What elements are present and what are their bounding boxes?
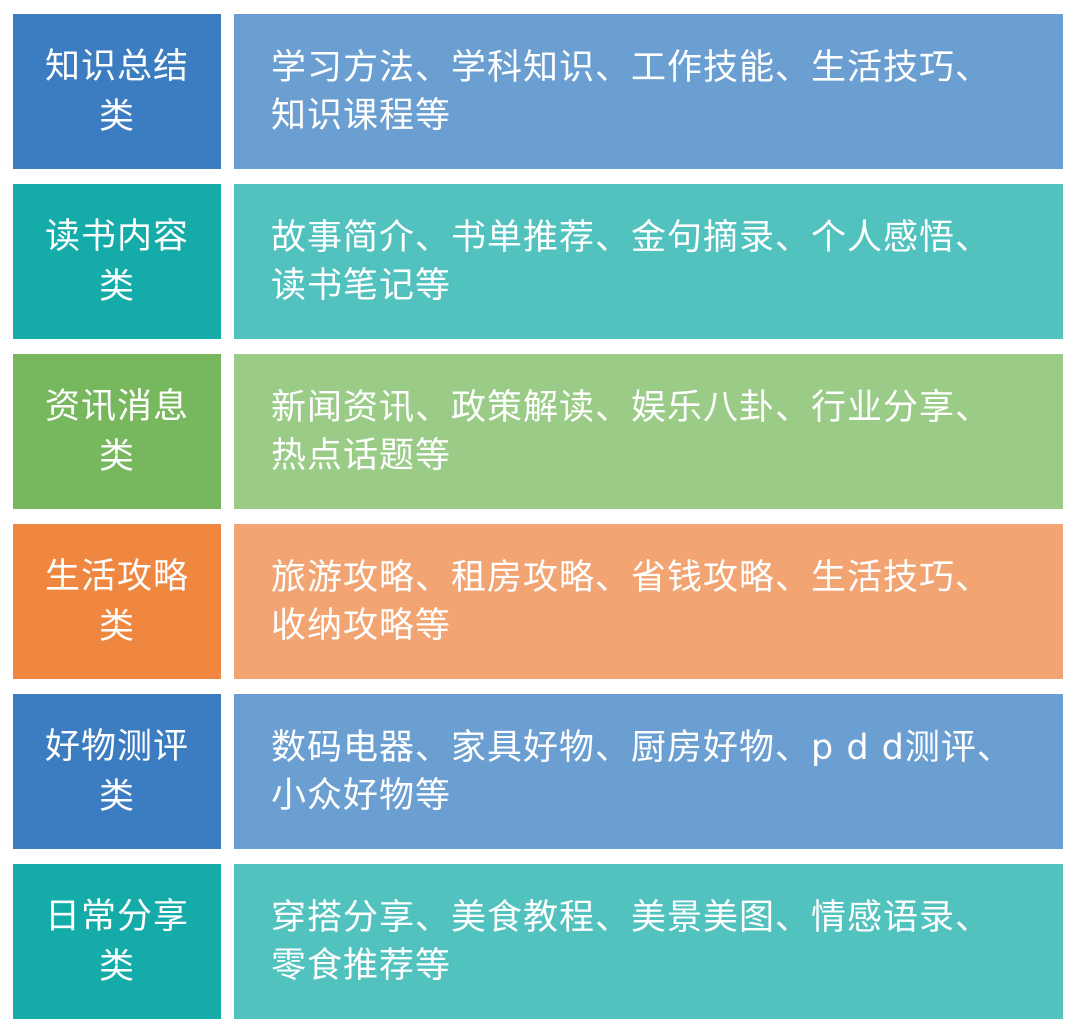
description-line: 旅游攻略、租房攻略、省钱攻略、生活技巧、 — [271, 558, 992, 598]
category-row-product-review: 好物测评类 数码电器、家具好物、厨房好物、p d d测评、 小众好物等 — [13, 694, 1063, 849]
category-label-line: 知识总结 — [44, 46, 189, 87]
category-label-line: 日常分享 — [44, 896, 189, 937]
description-line: 数码电器、家具好物、厨房好物、p d d测评、 — [271, 728, 1013, 768]
category-label-line: 类 — [98, 946, 135, 987]
category-label-line: 生活攻略 — [44, 556, 189, 597]
category-label: 读书内容类 — [13, 184, 221, 339]
category-description: 学习方法、学科知识、工作技能、生活技巧、 知识课程等 — [234, 14, 1063, 169]
category-description: 穿搭分享、美食教程、美景美图、情感语录、 零食推荐等 — [234, 864, 1063, 1019]
category-label-line: 类 — [98, 436, 135, 477]
description-line: 知识课程等 — [271, 96, 452, 136]
description-line: 新闻资讯、政策解读、娱乐八卦、行业分享、 — [271, 388, 992, 428]
category-label: 生活攻略类 — [13, 524, 221, 679]
category-description: 旅游攻略、租房攻略、省钱攻略、生活技巧、 收纳攻略等 — [234, 524, 1063, 679]
category-label: 知识总结类 — [13, 14, 221, 169]
description-line: 收纳攻略等 — [271, 606, 452, 646]
category-label: 资讯消息类 — [13, 354, 221, 509]
category-row-reading: 读书内容类 故事简介、书单推荐、金句摘录、个人感悟、 读书笔记等 — [13, 184, 1063, 339]
category-label: 好物测评类 — [13, 694, 221, 849]
category-label: 日常分享类 — [13, 864, 221, 1019]
category-description: 数码电器、家具好物、厨房好物、p d d测评、 小众好物等 — [234, 694, 1063, 849]
description-line: 零食推荐等 — [271, 946, 452, 986]
description-line: 读书笔记等 — [271, 266, 452, 306]
category-label-line: 读书内容 — [44, 216, 189, 257]
category-label-line: 资讯消息 — [44, 386, 189, 427]
category-row-life-guide: 生活攻略类 旅游攻略、租房攻略、省钱攻略、生活技巧、 收纳攻略等 — [13, 524, 1063, 679]
category-label-line: 类 — [98, 96, 135, 137]
category-label-line: 类 — [98, 776, 135, 817]
description-line: 穿搭分享、美食教程、美景美图、情感语录、 — [271, 898, 992, 938]
category-label-line: 类 — [98, 606, 135, 647]
category-row-daily-share: 日常分享类 穿搭分享、美食教程、美景美图、情感语录、 零食推荐等 — [13, 864, 1063, 1019]
description-line: 学习方法、学科知识、工作技能、生活技巧、 — [271, 48, 992, 88]
description-line: 热点话题等 — [271, 436, 452, 476]
content-category-table: 知识总结类 学习方法、学科知识、工作技能、生活技巧、 知识课程等 读书内容类 故… — [13, 14, 1063, 1034]
description-line: 故事简介、书单推荐、金句摘录、个人感悟、 — [271, 218, 992, 258]
category-label-line: 类 — [98, 266, 135, 307]
category-label-line: 好物测评 — [44, 726, 189, 767]
category-description: 故事简介、书单推荐、金句摘录、个人感悟、 读书笔记等 — [234, 184, 1063, 339]
category-row-news: 资讯消息类 新闻资讯、政策解读、娱乐八卦、行业分享、 热点话题等 — [13, 354, 1063, 509]
category-description: 新闻资讯、政策解读、娱乐八卦、行业分享、 热点话题等 — [234, 354, 1063, 509]
description-line: 小众好物等 — [271, 776, 452, 816]
category-row-knowledge: 知识总结类 学习方法、学科知识、工作技能、生活技巧、 知识课程等 — [13, 14, 1063, 169]
